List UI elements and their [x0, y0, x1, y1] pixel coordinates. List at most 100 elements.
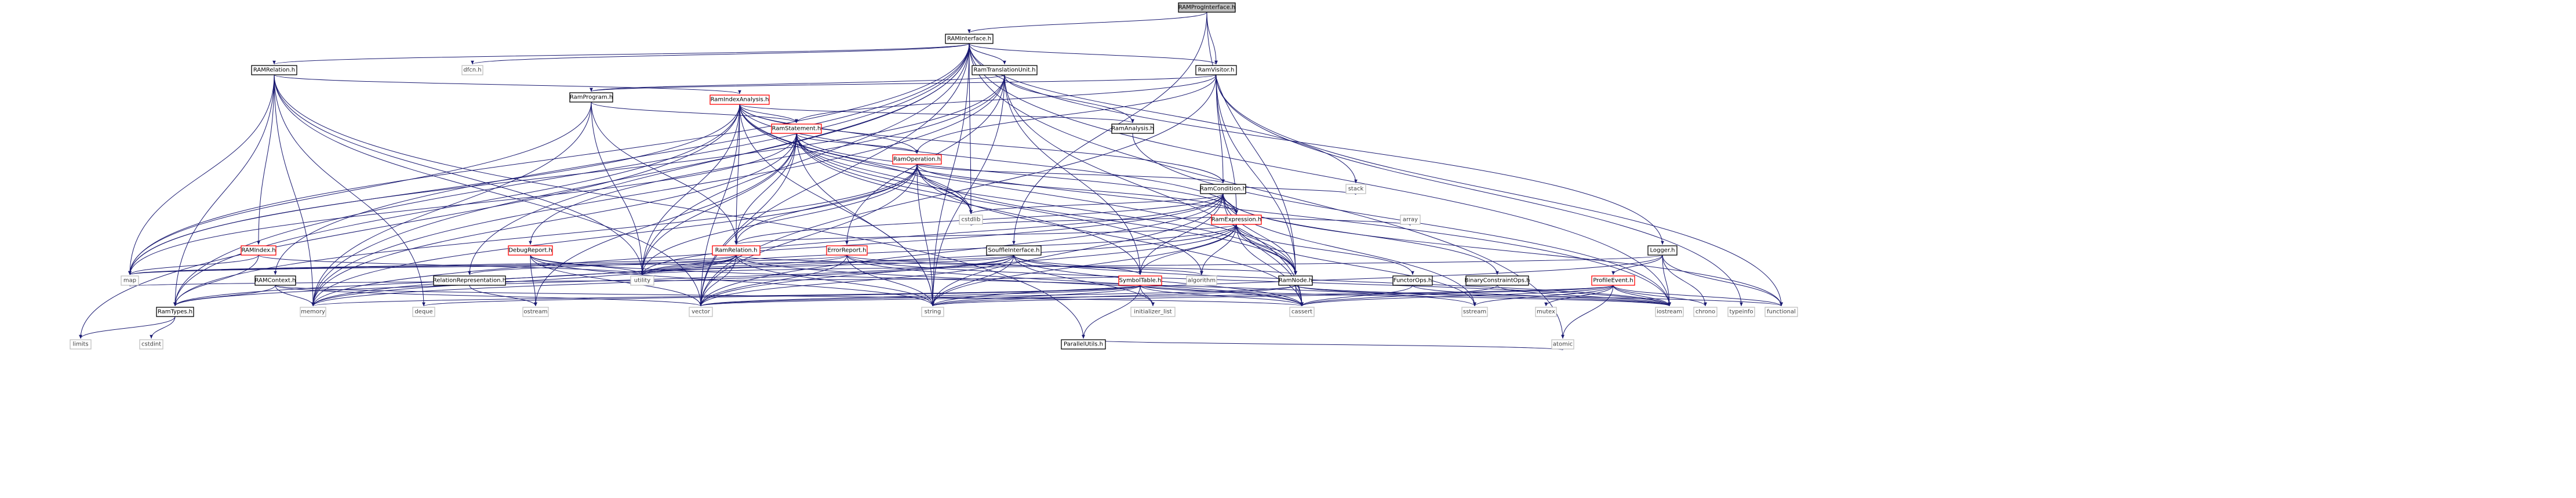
edge-ramtranslationunit-h-to-cassert: [1004, 74, 1304, 307]
node-ramindexanalysis-h[interactable]: RamIndexAnalysis.h: [710, 94, 770, 105]
node-raminterface-h[interactable]: RAMInterface.h: [945, 34, 994, 44]
edge-souffleinterface-h-to-utility: [641, 255, 1014, 275]
node-label: cstdlib: [962, 217, 981, 223]
node-box: [121, 275, 139, 286]
edge-ramstatement-h-to-symboltable-h: [796, 133, 1142, 275]
node-dfcn-h: dfcn.h: [461, 65, 483, 75]
node-box: [1647, 245, 1678, 256]
edge-ramstatement-h-to-ramrelation-h: [734, 133, 797, 245]
node-ramstatement-h[interactable]: RamStatement.h: [771, 123, 822, 134]
edge-ramindexanalysis-h-to-limits: [79, 104, 740, 339]
edge-ramcondition-h-to-symboltable-h: [1138, 193, 1224, 275]
node-ramcondition-h[interactable]: RamCondition.h: [1200, 184, 1246, 194]
edge-profileevent-h-to-cassert: [1300, 285, 1614, 307]
edge-profileevent-h-to-iostream: [1613, 285, 1671, 307]
edge-ramrelation-h-to-memory: [311, 255, 737, 307]
edge-ramcondition-h-to-ramnode-h: [1222, 193, 1297, 275]
node-ramtranslationunit-h[interactable]: RamTranslationUnit.h: [972, 65, 1038, 75]
node-debugreport-h[interactable]: DebugReport.h: [508, 245, 553, 256]
node-label: RamIndexAnalysis.h: [711, 97, 769, 103]
edge-binaryconstraintops-h-to-iostream: [1497, 285, 1671, 307]
edge-ramexpression-h-to-ramnode-h: [1236, 224, 1297, 275]
edge-souffleinterface-h-to-symboltable-h: [1013, 255, 1142, 275]
node-box: [1551, 339, 1574, 350]
edge-ramoperation-h-to-memory: [311, 163, 918, 307]
edge-ramrelation-h-to-memory: [274, 74, 315, 307]
node-box: [771, 123, 822, 134]
edge-ramstatement-h-to-ramexpression-h: [796, 133, 1238, 215]
edge-ramexpression-h-to-functorops-h: [1236, 224, 1414, 275]
edge-ramcondition-h-to-vector: [699, 193, 1224, 307]
edge-ramexpression-h-to-algorithm: [1200, 224, 1237, 275]
edge-ramindexanalysis-h-to-ramcondition-h: [739, 104, 1225, 184]
edge-ramstatement-h-to-algorithm: [796, 133, 1203, 275]
node-ramanalysis-h[interactable]: RamAnalysis.h: [1111, 123, 1154, 134]
node-ramexpression-h[interactable]: RamExpression.h: [1211, 215, 1262, 225]
node-ramcontext-h[interactable]: RAMContext.h: [254, 275, 296, 286]
node-ramrelation-h[interactable]: RAMRelation.h: [251, 65, 297, 75]
edge-ramrelation-h-to-relationrepresentation-h: [468, 255, 737, 275]
edge-functorops-h-to-iostream: [1412, 285, 1671, 307]
edge-ramoperation-h-to-utility: [641, 163, 918, 275]
node-ramnode-h[interactable]: RamNode.h: [1278, 275, 1313, 286]
edge-raminterface-h-to-utility: [641, 43, 970, 275]
node-ramtypes-h[interactable]: RamTypes.h: [156, 307, 194, 317]
node-symboltable-h[interactable]: SymbolTable.h: [1118, 275, 1162, 286]
node-label: RelationRepresentation.h: [433, 278, 506, 284]
edge-ramindexanalysis-h-to-ramoperation-h: [739, 104, 919, 154]
node-parallelutils-h[interactable]: ParallelUtils.h: [1061, 339, 1106, 350]
edge-ramexpression-h-to-utility: [641, 224, 1237, 275]
edge-ramindexanalysis-h-to-vector: [699, 104, 740, 307]
node-functorops-h[interactable]: FunctorOps.h: [1392, 275, 1433, 286]
edge-ramrelation-h-to-map: [128, 74, 275, 275]
edge-profileevent-h-to-functional: [1613, 285, 1783, 307]
node-box: [921, 307, 944, 317]
node-label: RamNode.h: [1279, 278, 1312, 284]
node-box: [1591, 275, 1635, 286]
node-ramrelation-h[interactable]: RamRelation.h: [712, 245, 761, 256]
node-ramprogram-h[interactable]: RamProgram.h: [569, 92, 613, 103]
edge-ramcontext-h-to-ramtypes-h: [173, 285, 276, 307]
edge-ramexpression-h-to-string: [931, 224, 1237, 307]
edge-errorreport-h-to-utility: [641, 255, 847, 275]
node-profileevent-h[interactable]: ProfileEvent.h: [1591, 275, 1635, 286]
edge-ramvisitor-h-to-ramnode-h: [1216, 74, 1297, 275]
edge-ramindexanalysis-h-to-map: [128, 104, 740, 275]
node-souffleinterface-h[interactable]: SouffleInterface.h: [986, 245, 1042, 256]
node-sstream: sstream: [1461, 307, 1488, 317]
node-ramproginterface-h[interactable]: RAMProgInterface.h: [1178, 2, 1236, 13]
node-relationrepresentation-h[interactable]: RelationRepresentation.h: [433, 275, 506, 286]
node-label: array: [1403, 217, 1418, 223]
node-ramindex-h[interactable]: RAMIndex.h: [241, 245, 276, 256]
node-box: [945, 34, 994, 44]
edge-relationrepresentation-h-to-ostream: [469, 285, 537, 307]
node-label: algorithm: [1188, 278, 1216, 284]
edge-raminterface-h-to-iostream: [969, 43, 1671, 307]
node-label: ErrorReport.h: [827, 248, 866, 254]
node-box: [1400, 215, 1421, 225]
node-label: RamAnalysis.h: [1111, 126, 1154, 132]
node-errorreport-h[interactable]: ErrorReport.h: [826, 245, 868, 256]
node-ostream: ostream: [522, 307, 549, 317]
edge-ramcondition-h-to-memory: [311, 193, 1224, 307]
node-label: ProfileEvent.h: [1593, 278, 1633, 284]
edge-souffleinterface-h-to-memory: [311, 255, 1014, 307]
node-binaryconstraintops-h[interactable]: BinaryConstraintOps.h: [1465, 275, 1530, 286]
edge-ramindexanalysis-h-to-ramnode-h: [739, 104, 1297, 275]
node-box: [892, 154, 942, 165]
node-mutex: mutex: [1535, 307, 1557, 317]
edge-symboltable-h-to-cassert: [1140, 285, 1304, 307]
edge-errorreport-h-to-cassert: [846, 255, 1304, 307]
edge-ramrelation-h-to-ramindex-h: [257, 74, 275, 245]
node-ramoperation-h[interactable]: RamOperation.h: [892, 154, 942, 165]
edge-ramrelation-h-to-utility: [641, 255, 737, 275]
edge-ramprogram-h-to-utility: [591, 101, 644, 275]
edge-ramindexanalysis-h-to-ramanalysis-h: [739, 104, 1134, 123]
node-ramvisitor-h[interactable]: RamVisitor.h: [1195, 65, 1237, 75]
node-box: [826, 245, 868, 256]
node-array: array: [1400, 215, 1421, 225]
node-logger-h[interactable]: Logger.h: [1647, 245, 1678, 256]
edge-raminterface-h-to-logger-h: [969, 43, 1664, 245]
edge-ramnode-h-to-string: [931, 285, 1296, 307]
